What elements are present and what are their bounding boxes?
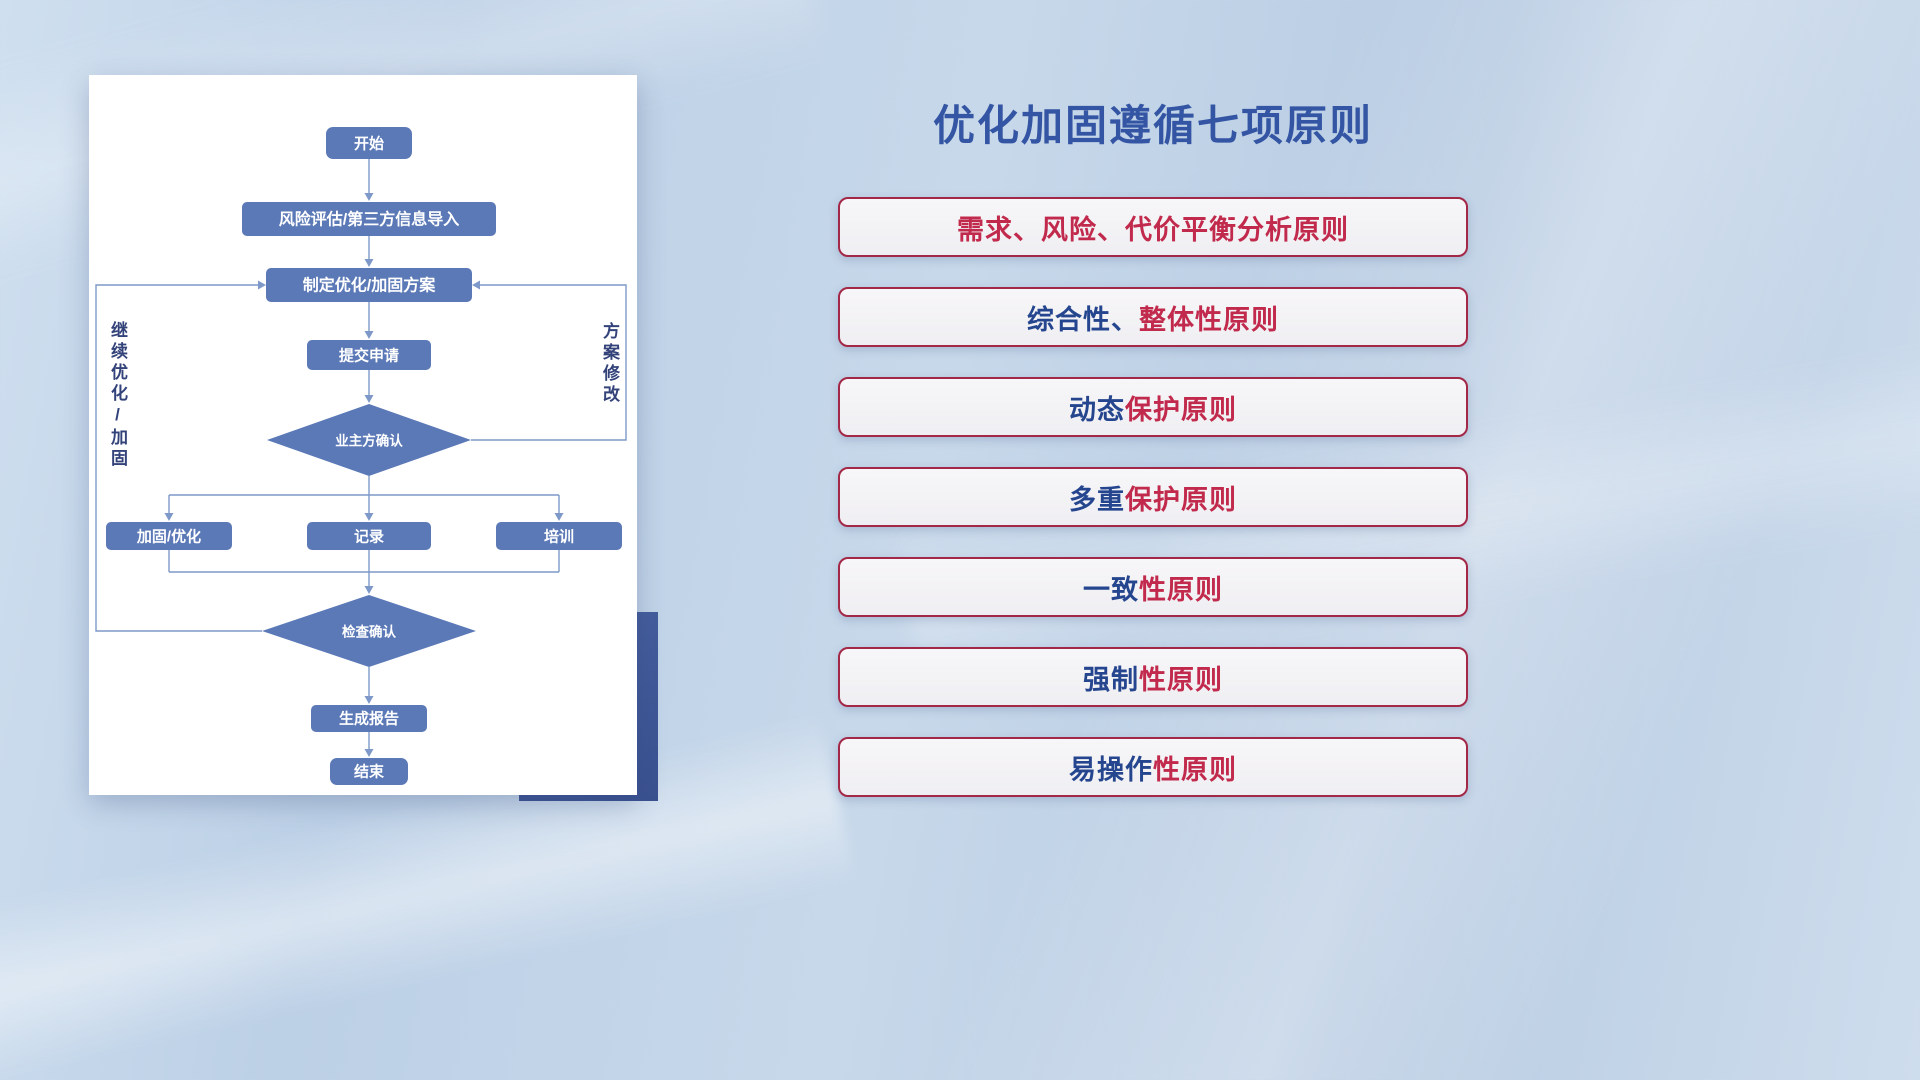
flow-node-make-plan-label: 制定优化/加固方案 — [303, 276, 436, 295]
principle-box-3: 动态保护原则 — [838, 377, 1468, 437]
flow-node-check-confirm — [262, 595, 476, 667]
page-title: 优化加固遵循七项原则 — [932, 102, 1373, 149]
flow-node-end-label: 结束 — [354, 763, 385, 781]
loop-label-continue-optimize: 继续优化/加固 — [108, 321, 127, 470]
flow-node-risk-import — [242, 202, 496, 236]
principle-6-red-text: 性原则 — [1139, 664, 1223, 695]
flow-node-submit — [307, 340, 431, 370]
flow-node-record — [307, 522, 431, 550]
principle-box-5: 一致性原则 — [838, 557, 1468, 617]
flow-node-training-label: 培训 — [544, 528, 574, 546]
principle-7-red-text: 性原则 — [1153, 754, 1237, 785]
flow-node-start — [326, 127, 412, 159]
flow-node-reinforce-label: 加固/优化 — [136, 528, 201, 546]
flow-node-owner-confirm-label: 业主方确认 — [335, 433, 403, 449]
principle-1-red-text: 需求、风险、代价平衡分析原则 — [957, 214, 1349, 245]
flow-node-record-label: 记录 — [354, 529, 384, 546]
flow-node-training — [496, 522, 622, 550]
principle-5-navy-text: 一致 — [1083, 574, 1139, 605]
principles-list: 需求、风险、代价平衡分析原则 综合性、整体性原则 动态保护原则 多重保护原则 一… — [838, 197, 1468, 797]
principle-4-red-text: 保护原则 — [1125, 484, 1237, 515]
principle-5-red-text: 性原则 — [1139, 574, 1223, 605]
flow-node-owner-confirm — [267, 404, 471, 476]
principle-box-1: 需求、风险、代价平衡分析原则 — [838, 197, 1468, 257]
principle-3-navy-text: 动态 — [1069, 394, 1125, 425]
flow-node-risk-import-label: 风险评估/第三方信息导入 — [279, 210, 459, 229]
flow-node-report — [311, 705, 427, 732]
principle-2-navy-text: 综合性、 — [1027, 304, 1139, 335]
flow-nodes: 开始 风险评估/第三方信息导入 制定优化/加固方案 提交申请 业主方确认 加固/… — [106, 127, 622, 785]
principle-6-navy-text: 强制 — [1083, 664, 1139, 695]
principle-box-2: 综合性、整体性原则 — [838, 287, 1468, 347]
flow-node-start-label: 开始 — [354, 135, 384, 153]
principle-4-navy-text: 多重 — [1069, 484, 1125, 515]
principle-box-6: 强制性原则 — [838, 647, 1468, 707]
flow-arrowheads — [164, 193, 564, 757]
flow-node-report-label: 生成报告 — [339, 710, 399, 728]
flow-node-check-confirm-label: 检查确认 — [342, 624, 396, 640]
flow-node-end — [330, 758, 408, 785]
flow-node-submit-label: 提交申请 — [339, 347, 399, 365]
principle-box-4: 多重保护原则 — [838, 467, 1468, 527]
flowchart-svg: 开始 风险评估/第三方信息导入 制定优化/加固方案 提交申请 业主方确认 加固/… — [95, 127, 627, 785]
flowchart-card: 开始 风险评估/第三方信息导入 制定优化/加固方案 提交申请 业主方确认 加固/… — [89, 75, 637, 795]
flow-node-reinforce — [106, 522, 232, 550]
flow-node-make-plan — [266, 268, 472, 302]
loop-label-plan-revise: 方案修改 — [600, 322, 619, 406]
principle-box-7: 易操作性原则 — [838, 737, 1468, 797]
principle-7-navy-text: 易操作 — [1069, 754, 1153, 785]
principle-2-red-text: 整体性原则 — [1139, 304, 1279, 335]
principle-3-red-text: 保护原则 — [1125, 394, 1237, 425]
